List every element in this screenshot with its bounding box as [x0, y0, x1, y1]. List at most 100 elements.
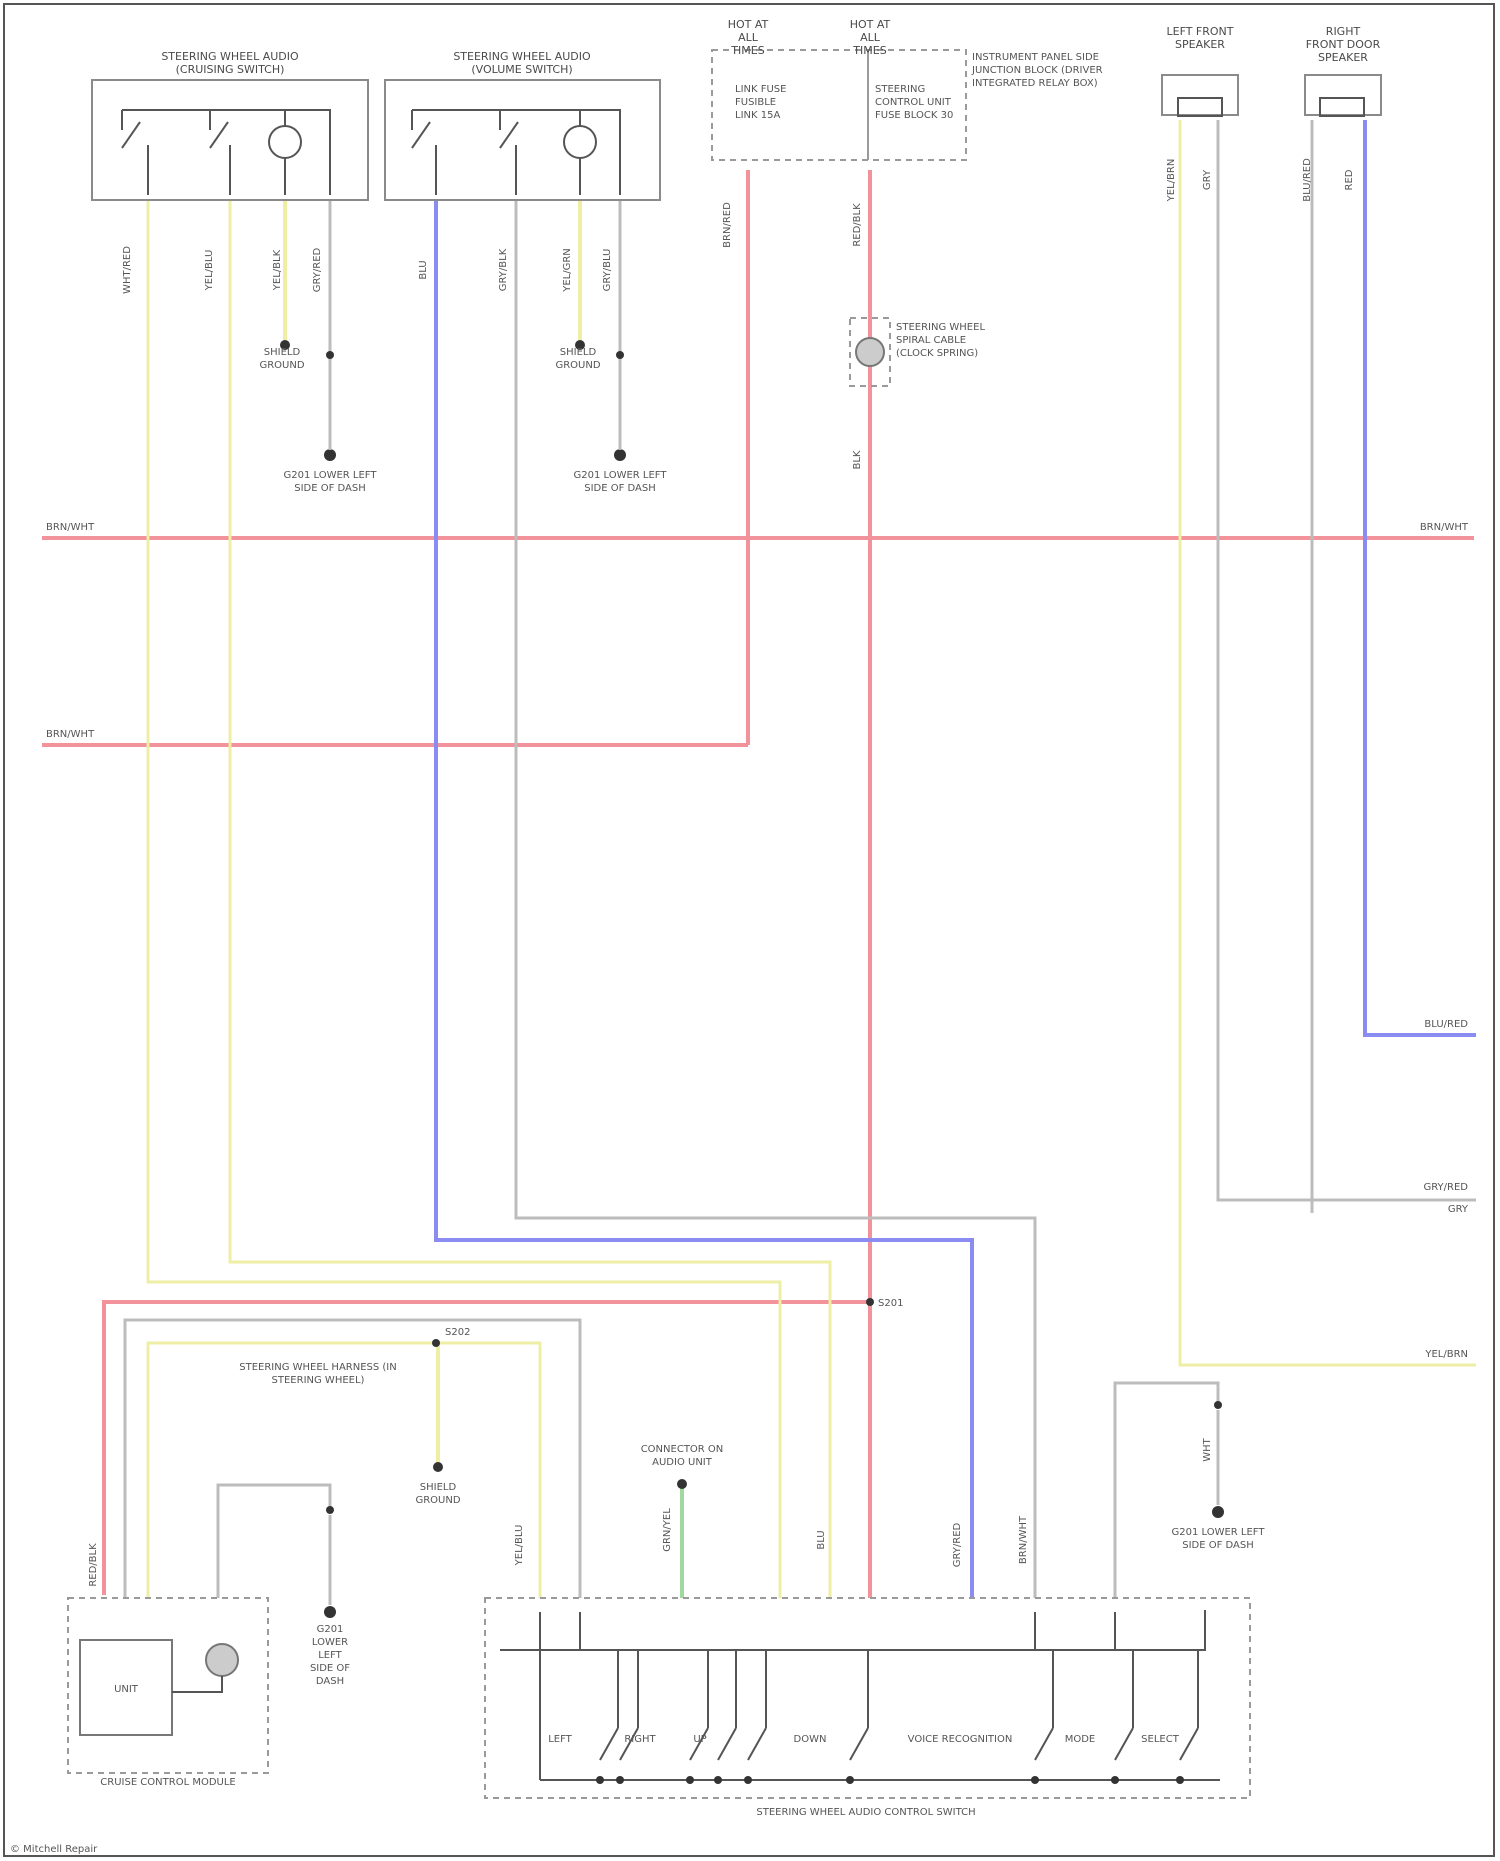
switch-contact-dot — [616, 1776, 624, 1784]
fuse-b-desc: STEERING — [875, 84, 925, 95]
wire-yel-speaker — [1180, 120, 1476, 1365]
button-label-left: LEFT — [548, 1734, 572, 1745]
wire-label: BLU/RED — [1302, 158, 1313, 202]
wire-label: GRY/RED — [312, 247, 323, 292]
ground-left-label: G201 LOWER LEFT — [283, 470, 377, 481]
switch-contact — [1115, 1728, 1133, 1760]
clock-spring-label: STEERING WHEEL — [896, 322, 985, 333]
clock-spring-label: (CLOCK SPRING) — [896, 348, 978, 359]
left-switch-title: STEERING WHEEL AUDIO — [161, 50, 299, 63]
wire-label: RED/BLK — [852, 203, 863, 247]
right-speaker-label: RIGHT — [1326, 25, 1361, 38]
wire-gry-gnd — [1115, 1383, 1218, 1598]
cruise-unit-label: UNIT — [114, 1684, 139, 1695]
button-label-voice-recognition: VOICE RECOGNITION — [908, 1734, 1013, 1745]
right-blu-label: BLU/RED — [1424, 1019, 1468, 1030]
wire-label: RED — [1344, 169, 1355, 190]
button-label-select: SELECT — [1141, 1734, 1180, 1745]
wire-label: BLK — [852, 450, 863, 469]
ground-cruise-label: LOWER — [312, 1637, 348, 1648]
right-switch-title: STEERING WHEEL AUDIO — [453, 50, 591, 63]
wire-label: BLU — [418, 260, 429, 279]
shield-bottom-node-label: GROUND — [415, 1495, 460, 1506]
cruising-switch — [92, 80, 368, 200]
fuse-box-desc: INTEGRATED RELAY BOX) — [972, 78, 1098, 89]
shield-bottom-desc: STEERING WHEEL) — [272, 1375, 365, 1386]
right-yel-label: YEL/BRN — [1424, 1349, 1468, 1360]
switch-contact-dot — [1031, 1776, 1039, 1784]
switch-contact — [1180, 1728, 1198, 1760]
right-speaker-symbol — [1305, 75, 1381, 116]
left-speaker-label: SPEAKER — [1175, 38, 1225, 51]
fuse-a-label: TIMES — [730, 44, 764, 57]
switch-contact-dot — [744, 1776, 752, 1784]
control-switch-label: STEERING WHEEL AUDIO CONTROL SWITCH — [756, 1807, 975, 1818]
left-speaker-symbol — [1162, 75, 1238, 116]
fuse-a-label: ALL — [738, 31, 759, 44]
shield-right-label: GROUND — [555, 360, 600, 371]
wire-label: BRN/RED — [722, 202, 733, 248]
wire-label: YEL/BLU — [204, 250, 215, 292]
cruise-module-label: CRUISE CONTROL MODULE — [100, 1777, 235, 1788]
wire-label: BLU — [816, 1530, 827, 1549]
ground-right-label: SIDE OF DASH — [584, 483, 656, 494]
switch-contact — [718, 1728, 736, 1760]
wire-label: YEL/GRN — [562, 248, 573, 293]
ground-bottom-right-label: G201 LOWER LEFT — [1171, 1527, 1265, 1538]
switch-contact-dot — [686, 1776, 694, 1784]
switch-contact-dot — [714, 1776, 722, 1784]
wire-gry-vol — [516, 200, 1035, 1598]
fuse-b-desc: CONTROL UNIT — [875, 97, 952, 108]
wire-label: GRN/YEL — [662, 1508, 673, 1552]
ground-cruise-label: DASH — [316, 1676, 344, 1687]
splice-bottom-label: S202 — [445, 1327, 470, 1338]
fuse-b-label: TIMES — [852, 44, 886, 57]
fuse-b-desc: FUSE BLOCK 30 — [875, 110, 953, 121]
ground-cruise-label: G201 — [317, 1624, 344, 1635]
wire-label: GRY — [1202, 169, 1213, 190]
switch-contact-dot — [846, 1776, 854, 1784]
wire-label: YEL/BLK — [272, 249, 283, 291]
right-gry2-label: GRY — [1448, 1204, 1469, 1215]
wire-label: GRY/BLU — [602, 249, 613, 292]
footer-label: © Mitchell Repair — [10, 1844, 98, 1855]
switch-contact — [850, 1728, 868, 1760]
wire-layer — [42, 120, 1476, 1598]
right-speaker-label: SPEAKER — [1318, 51, 1368, 64]
fuse-b-label: HOT AT — [850, 18, 891, 31]
shield-left-label: SHIELD — [264, 347, 301, 358]
button-label-down: DOWN — [794, 1734, 827, 1745]
switch-contact — [600, 1728, 618, 1760]
wire-yel-left — [148, 200, 780, 1598]
button-label-up: UP — [693, 1734, 706, 1745]
wire-yel-left2 — [230, 200, 830, 1598]
connector-note-label: CONNECTOR ON — [641, 1444, 724, 1455]
switch-contact-dot — [1111, 1776, 1119, 1784]
fuse-a-desc: LINK 15A — [735, 110, 780, 121]
wire-label: BRN/WHT — [1018, 1515, 1029, 1564]
clock-spring-label: SPIRAL CABLE — [896, 335, 966, 346]
wire-label: GRY/BLK — [498, 248, 509, 291]
ground-right-label: G201 LOWER LEFT — [573, 470, 667, 481]
switch-contact — [1035, 1728, 1053, 1760]
shield-bottom-desc: STEERING WHEEL HARNESS (IN — [239, 1362, 397, 1373]
bus-top-left-label: BRN/WHT — [46, 522, 95, 533]
wire-gry-speaker — [1218, 120, 1476, 1200]
wire-blu-speaker — [1365, 120, 1476, 1035]
wire-label: WHT/RED — [122, 246, 133, 294]
wire-label: GRY/RED — [952, 1522, 963, 1567]
cruise-control-module — [68, 1598, 268, 1773]
wire-label: RED/BLK — [88, 1543, 99, 1587]
right-gry1-label: GRY/RED — [1423, 1182, 1468, 1193]
splice-mid-label: S201 — [878, 1298, 903, 1309]
shield-right-label: SHIELD — [560, 347, 597, 358]
left-speaker-label: LEFT FRONT — [1166, 25, 1233, 38]
fuse-box-desc: INSTRUMENT PANEL SIDE — [972, 52, 1099, 63]
wire-gry-cruise-gnd — [218, 1485, 330, 1598]
right-switch-title: (VOLUME SWITCH) — [471, 63, 572, 76]
fuse-b-label: ALL — [860, 31, 881, 44]
wire-label: YEL/BLU — [514, 1525, 525, 1567]
ground-cruise-label: LEFT — [318, 1650, 342, 1661]
fuse-a-desc: LINK FUSE — [735, 84, 786, 95]
